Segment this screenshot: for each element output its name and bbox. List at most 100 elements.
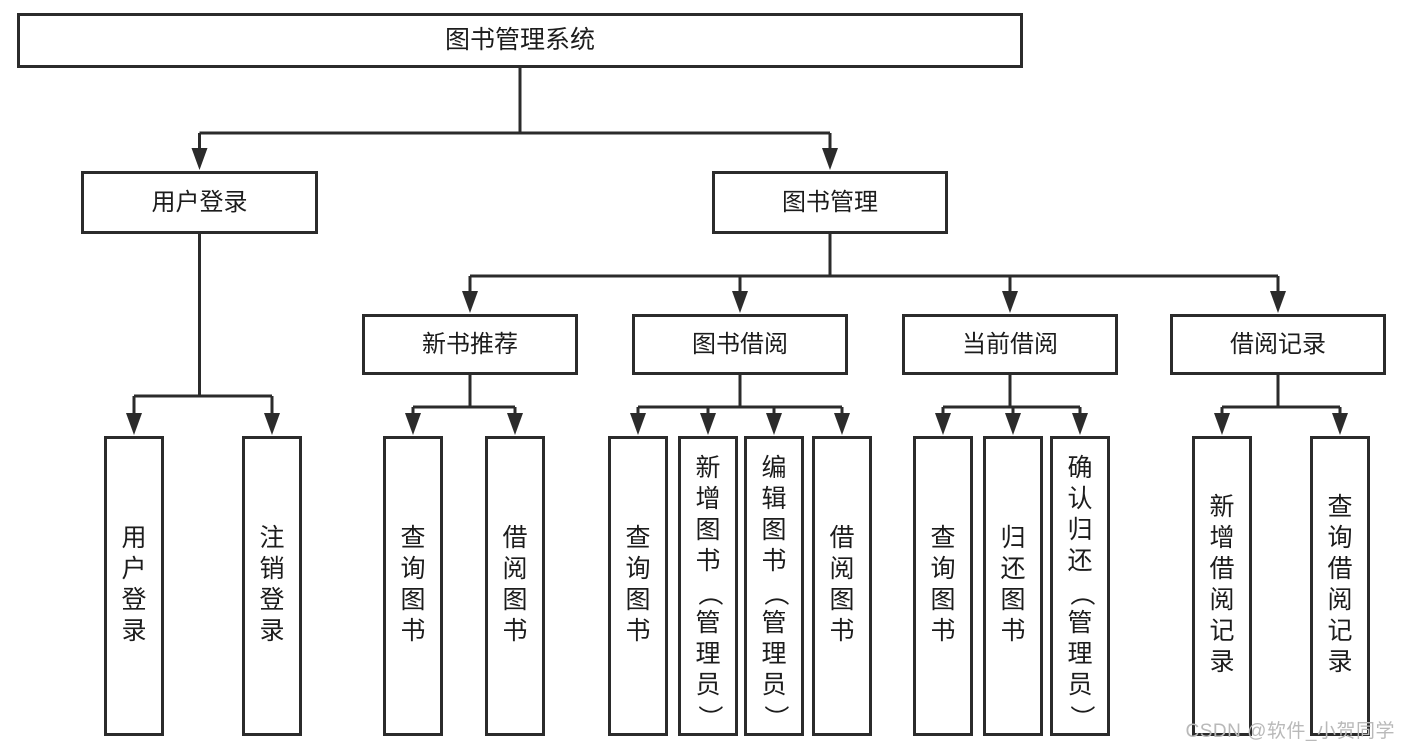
arrow-head-icon — [264, 413, 280, 435]
node-label: 借阅记录 — [1230, 331, 1326, 358]
node-label-char: 图 — [625, 586, 650, 614]
node-box[interactable] — [712, 171, 948, 234]
node-label-char: ） — [695, 705, 723, 730]
arrow-head-icon — [405, 413, 421, 435]
node-label-char: 书 — [625, 617, 650, 645]
node-label-char: 查 — [625, 524, 650, 552]
node-label-char: 认 — [1067, 485, 1092, 513]
arrow-head-icon — [700, 413, 716, 435]
node-label-char: 询 — [400, 555, 425, 583]
node-box[interactable] — [362, 314, 578, 375]
node-box[interactable] — [744, 436, 804, 736]
node-label-char: （ — [1067, 581, 1095, 606]
arrow-head-icon — [507, 413, 523, 435]
node-label-char: 阅 — [1327, 586, 1352, 614]
node-box[interactable] — [383, 436, 443, 736]
node-n-current[interactable]: 当前借阅 — [902, 314, 1118, 375]
node-label-char: 户 — [121, 555, 146, 583]
node-box[interactable] — [902, 314, 1118, 375]
node-box[interactable] — [17, 13, 1023, 68]
node-label: 图书借阅 — [692, 331, 788, 358]
connector-layer — [126, 68, 1348, 435]
node-label-char: 员 — [695, 671, 720, 699]
node-n-borrow[interactable]: 图书借阅 — [632, 314, 848, 375]
node-l-userlogin[interactable]: 用户登录 — [104, 436, 164, 736]
node-box[interactable] — [983, 436, 1043, 736]
node-box[interactable] — [1310, 436, 1370, 736]
node-label-char: 管 — [761, 609, 786, 637]
connector-n-bookmgmt — [462, 234, 1286, 313]
node-label-char: 询 — [930, 555, 955, 583]
node-label: 图书管理系统 — [445, 26, 595, 54]
node-label-char: 归 — [1000, 524, 1025, 552]
node-label-char: （ — [695, 581, 723, 606]
node-box[interactable] — [812, 436, 872, 736]
node-box[interactable] — [913, 436, 973, 736]
node-label-char: 编 — [761, 454, 786, 482]
node-box[interactable] — [632, 314, 848, 375]
node-box[interactable] — [81, 171, 318, 234]
node-label-char: 查 — [930, 524, 955, 552]
node-label-char: 注 — [259, 524, 284, 552]
node-label: 新书推荐 — [422, 331, 518, 358]
arrow-head-icon — [126, 413, 142, 435]
arrow-head-icon — [766, 413, 782, 435]
node-label: 当前借阅 — [962, 331, 1058, 358]
node-box[interactable] — [1170, 314, 1386, 375]
node-root[interactable]: 图书管理系统 — [17, 13, 1023, 68]
node-box[interactable] — [1050, 436, 1110, 736]
node-label-char: 查 — [1327, 493, 1352, 521]
node-box[interactable] — [1192, 436, 1252, 736]
node-label-char: 理 — [1067, 640, 1092, 668]
node-n-login[interactable]: 用户登录 — [81, 171, 318, 234]
arrow-head-icon — [1332, 413, 1348, 435]
node-n-record[interactable]: 借阅记录 — [1170, 314, 1386, 375]
node-label-char: 图 — [502, 586, 527, 614]
node-label-char: 借 — [829, 524, 854, 552]
node-layer: 图书管理系统用户登录图书管理新书推荐图书借阅当前借阅借阅记录用户登录注销登录查询… — [17, 13, 1386, 736]
node-n-newbook[interactable]: 新书推荐 — [362, 314, 578, 375]
arrow-head-icon — [191, 148, 208, 170]
node-label-char: 还 — [1067, 547, 1092, 575]
node-box[interactable] — [678, 436, 738, 736]
connector-n-borrow — [630, 375, 850, 435]
node-label-char: 辑 — [761, 485, 786, 513]
node-n-bookmgmt[interactable]: 图书管理 — [712, 171, 948, 234]
node-label-vertical: 用户登录 — [121, 524, 146, 645]
node-box[interactable] — [608, 436, 668, 736]
node-label-char: 记 — [1209, 617, 1234, 645]
node-label-char: 用 — [121, 524, 146, 552]
arrow-head-icon — [732, 291, 748, 313]
connector-n-current — [935, 375, 1088, 435]
node-box[interactable] — [485, 436, 545, 736]
arrow-head-icon — [630, 413, 646, 435]
node-box[interactable] — [242, 436, 302, 736]
node-label-char: 归 — [1067, 516, 1092, 544]
node-box[interactable] — [104, 436, 164, 736]
node-label-char: 图 — [761, 516, 786, 544]
node-label-char: 新 — [1209, 493, 1234, 521]
node-label-char: 阅 — [829, 555, 854, 583]
